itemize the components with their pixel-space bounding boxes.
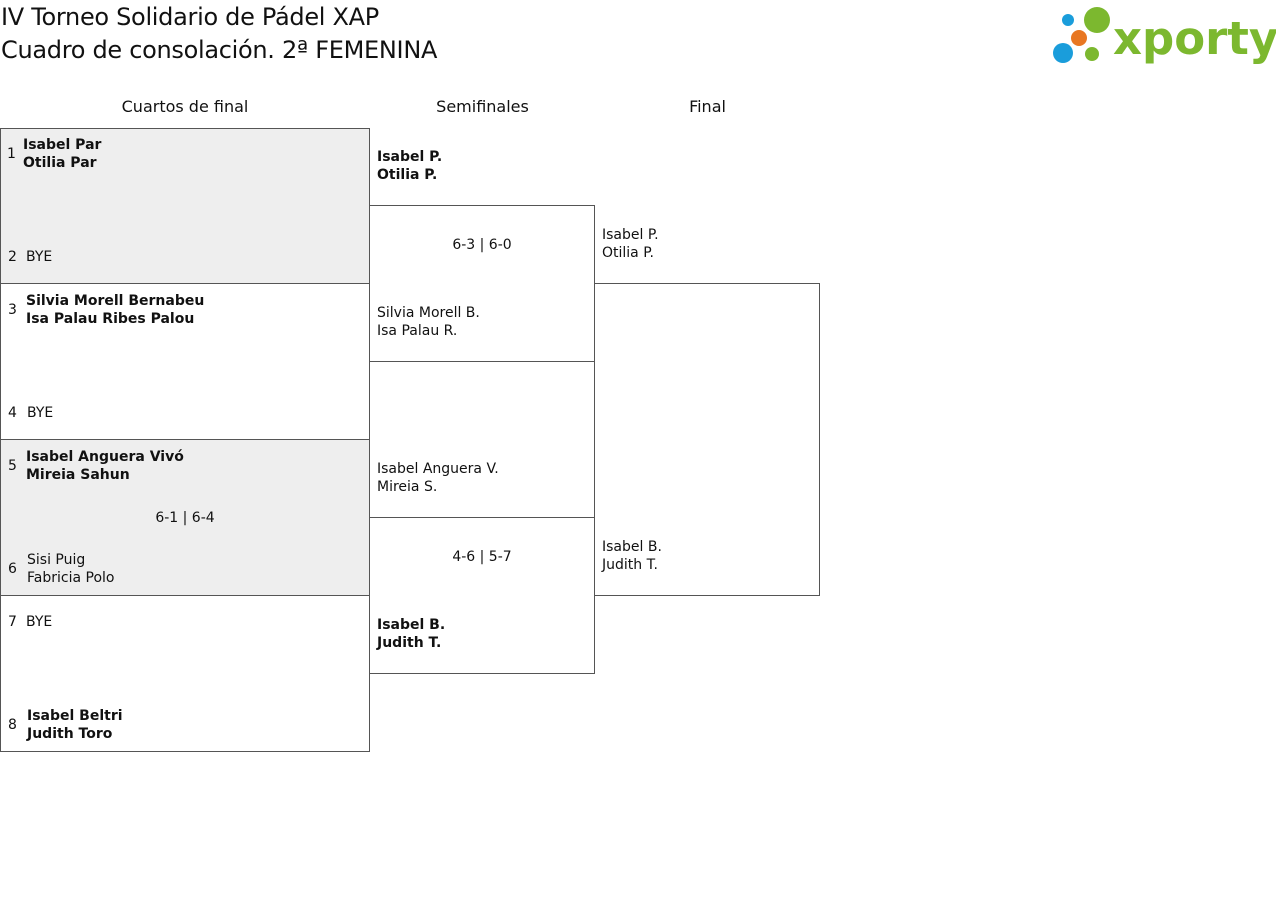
qf-team-8: Isabel Beltri Judith Toro xyxy=(27,707,123,743)
sf-team-2: Silvia Morell B. Isa Palau R. xyxy=(377,304,480,340)
sf-score: 4-6 | 5-7 xyxy=(452,549,512,565)
player-name: BYE xyxy=(26,249,53,265)
player-name: Judith T. xyxy=(377,635,442,651)
bracket-subtitle: Cuadro de consolación. 2ª FEMENINA xyxy=(1,36,438,64)
qf-team-7: BYE xyxy=(26,613,52,631)
final-match xyxy=(594,283,820,596)
player-name: Isa Palau Ribes Palou xyxy=(26,311,195,327)
player-name: Silvia Morell Bernabeu xyxy=(26,293,205,309)
seed-number: 6 xyxy=(8,561,17,577)
qf-team-2: BYE xyxy=(26,248,52,266)
qf-team-4: BYE xyxy=(27,404,53,422)
player-name: Mireia Sahun xyxy=(26,467,130,483)
qf-match-3 xyxy=(0,439,370,596)
sf-team-4: Isabel B. Judith T. xyxy=(377,616,445,652)
player-name: Fabricia Polo xyxy=(27,570,115,586)
player-name: Otilia P. xyxy=(377,167,438,183)
sf-team-1: Isabel P. Otilia P. xyxy=(377,148,442,184)
player-name: Silvia Morell B. xyxy=(377,305,480,321)
sf-score: 6-3 | 6-0 xyxy=(452,237,512,253)
qf-match-1 xyxy=(0,128,370,284)
player-name: Otilia Par xyxy=(23,155,97,171)
seed-number: 7 xyxy=(8,614,17,630)
player-name: Sisi Puig xyxy=(27,552,86,568)
xporty-logo: xporty xyxy=(1050,2,1278,68)
xporty-dots-logo-icon: xporty xyxy=(1053,7,1278,65)
player-name: Judith T. xyxy=(602,557,658,573)
round-header-final: Final xyxy=(689,97,726,116)
player-name: Isabel Anguera Vivó xyxy=(26,449,184,465)
player-name: Isabel P. xyxy=(602,227,659,243)
player-name: Isabel B. xyxy=(377,617,446,633)
final-team-1: Isabel P. Otilia P. xyxy=(602,226,659,262)
player-name: Isabel Beltri xyxy=(27,708,123,724)
seed-number: 3 xyxy=(8,302,17,318)
player-name: BYE xyxy=(27,405,54,421)
player-name: Judith Toro xyxy=(27,726,113,742)
player-name: Isabel Anguera V. xyxy=(377,461,499,477)
qf-team-6: Sisi Puig Fabricia Polo xyxy=(27,551,114,587)
player-name: Isabel Par xyxy=(23,137,102,153)
player-name: Otilia P. xyxy=(602,245,654,261)
final-team-2: Isabel B. Judith T. xyxy=(602,538,662,574)
round-header-semifinals: Semifinales xyxy=(436,97,529,116)
tournament-title: IV Torneo Solidario de Pádel XAP xyxy=(1,3,379,31)
player-name: Isabel B. xyxy=(602,539,662,555)
sf-team-3: Isabel Anguera V. Mireia S. xyxy=(377,460,499,496)
player-name: Isa Palau R. xyxy=(377,323,458,339)
qf-score: 6-1 | 6-4 xyxy=(155,510,215,526)
seed-number: 1 xyxy=(7,146,16,162)
player-name: BYE xyxy=(26,614,53,630)
seed-number: 5 xyxy=(8,458,17,474)
player-name: Mireia S. xyxy=(377,479,438,495)
qf-team-3: Silvia Morell Bernabeu Isa Palau Ribes P… xyxy=(26,292,204,328)
seed-number: 4 xyxy=(8,405,17,421)
player-name: Isabel P. xyxy=(377,149,443,165)
seed-number: 2 xyxy=(8,249,17,265)
qf-team-1: Isabel Par Otilia Par xyxy=(23,136,101,172)
seed-number: 8 xyxy=(8,717,17,733)
logo-text: xporty xyxy=(1113,12,1276,65)
qf-team-5: Isabel Anguera Vivó Mireia Sahun xyxy=(26,448,184,484)
round-header-quarterfinals: Cuartos de final xyxy=(121,97,249,116)
